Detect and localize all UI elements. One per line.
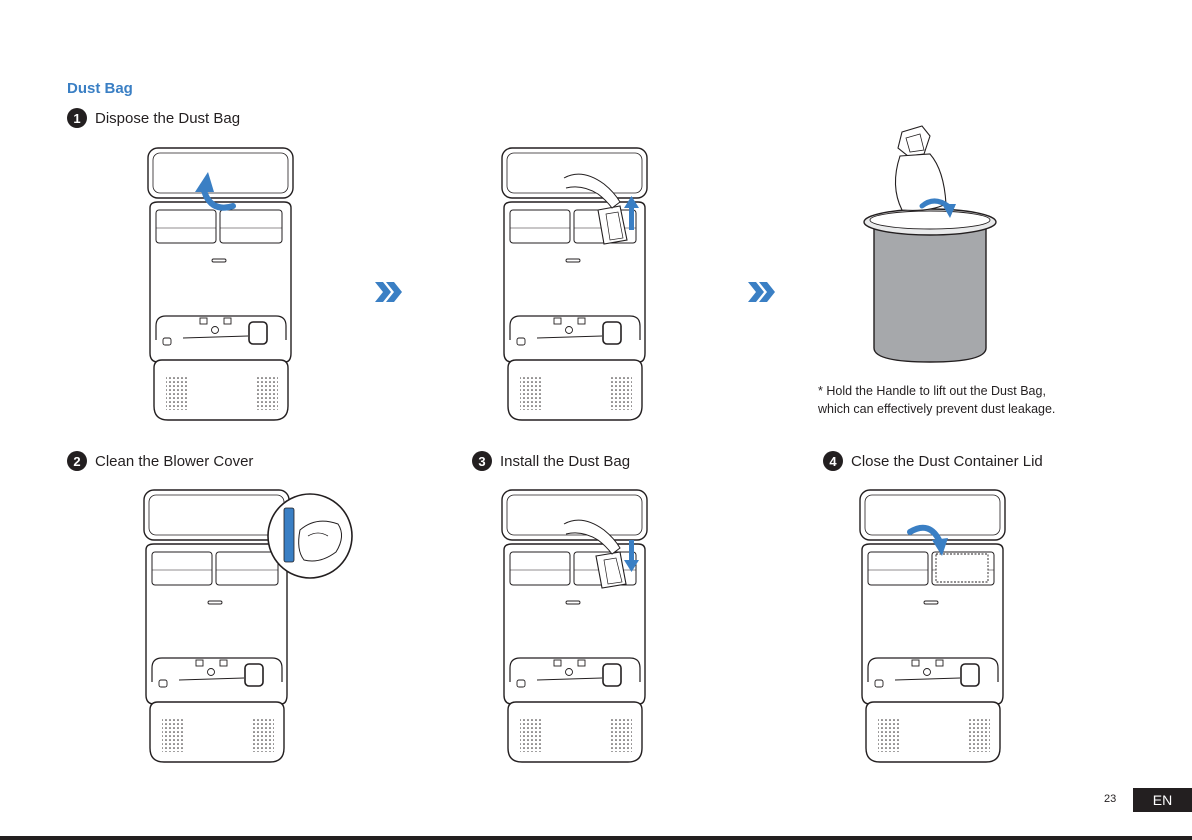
station-illustration-blower-cover <box>140 490 360 770</box>
bottom-rule <box>0 836 1192 840</box>
step-4-badge: 4 <box>823 451 843 471</box>
step-3-heading: 3 Install the Dust Bag <box>472 450 630 472</box>
step-1-badge: 1 <box>67 108 87 128</box>
note-line-2: which can effectively prevent dust leaka… <box>818 400 1108 418</box>
station-illustration-install-bag <box>502 490 648 770</box>
step-2-badge: 2 <box>67 451 87 471</box>
step-2-label: Clean the Blower Cover <box>95 453 253 470</box>
double-chevron-right-icon <box>748 282 776 307</box>
step-4-heading: 4 Close the Dust Container Lid <box>823 450 1043 472</box>
station-illustration-lift-bag <box>502 148 648 428</box>
step-2-heading: 2 Clean the Blower Cover <box>67 450 253 472</box>
step-1-label: Dispose the Dust Bag <box>95 110 240 127</box>
note-line-1: * Hold the Handle to lift out the Dust B… <box>818 382 1108 400</box>
page-number: 23 <box>1104 793 1116 805</box>
section-title: Dust Bag <box>67 80 133 97</box>
step-3-label: Install the Dust Bag <box>500 453 630 470</box>
trash-bin-illustration <box>860 126 1000 366</box>
dust-bag-note: * Hold the Handle to lift out the Dust B… <box>818 382 1108 418</box>
step-3-badge: 3 <box>472 451 492 471</box>
double-chevron-right-icon <box>375 282 403 307</box>
language-tab: EN <box>1133 788 1192 812</box>
station-illustration-open-lid <box>148 148 294 428</box>
step-1-heading: 1 Dispose the Dust Bag <box>67 107 240 129</box>
station-illustration-close-lid <box>860 490 1006 770</box>
step-4-label: Close the Dust Container Lid <box>851 453 1043 470</box>
